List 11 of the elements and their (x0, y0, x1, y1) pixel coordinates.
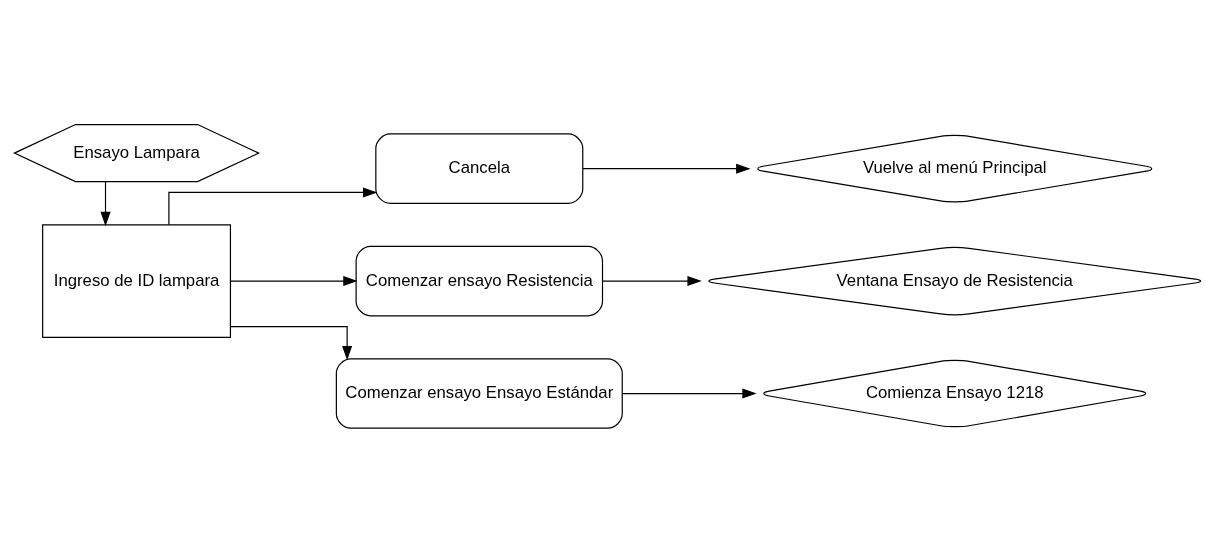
node-box: Comenzar ensayo Ensayo Estándar (335, 358, 623, 429)
arrow (621, 388, 757, 399)
arrow (602, 276, 702, 287)
node-box: Ingreso de ID lampara (42, 224, 232, 338)
arrow (168, 187, 378, 225)
node-box: Comenzar ensayo Resistencia (355, 245, 604, 317)
node-box: Cancela (375, 133, 584, 204)
arrow (100, 180, 111, 227)
arrow (582, 163, 751, 174)
arrow (230, 276, 358, 287)
arrow (229, 325, 353, 361)
